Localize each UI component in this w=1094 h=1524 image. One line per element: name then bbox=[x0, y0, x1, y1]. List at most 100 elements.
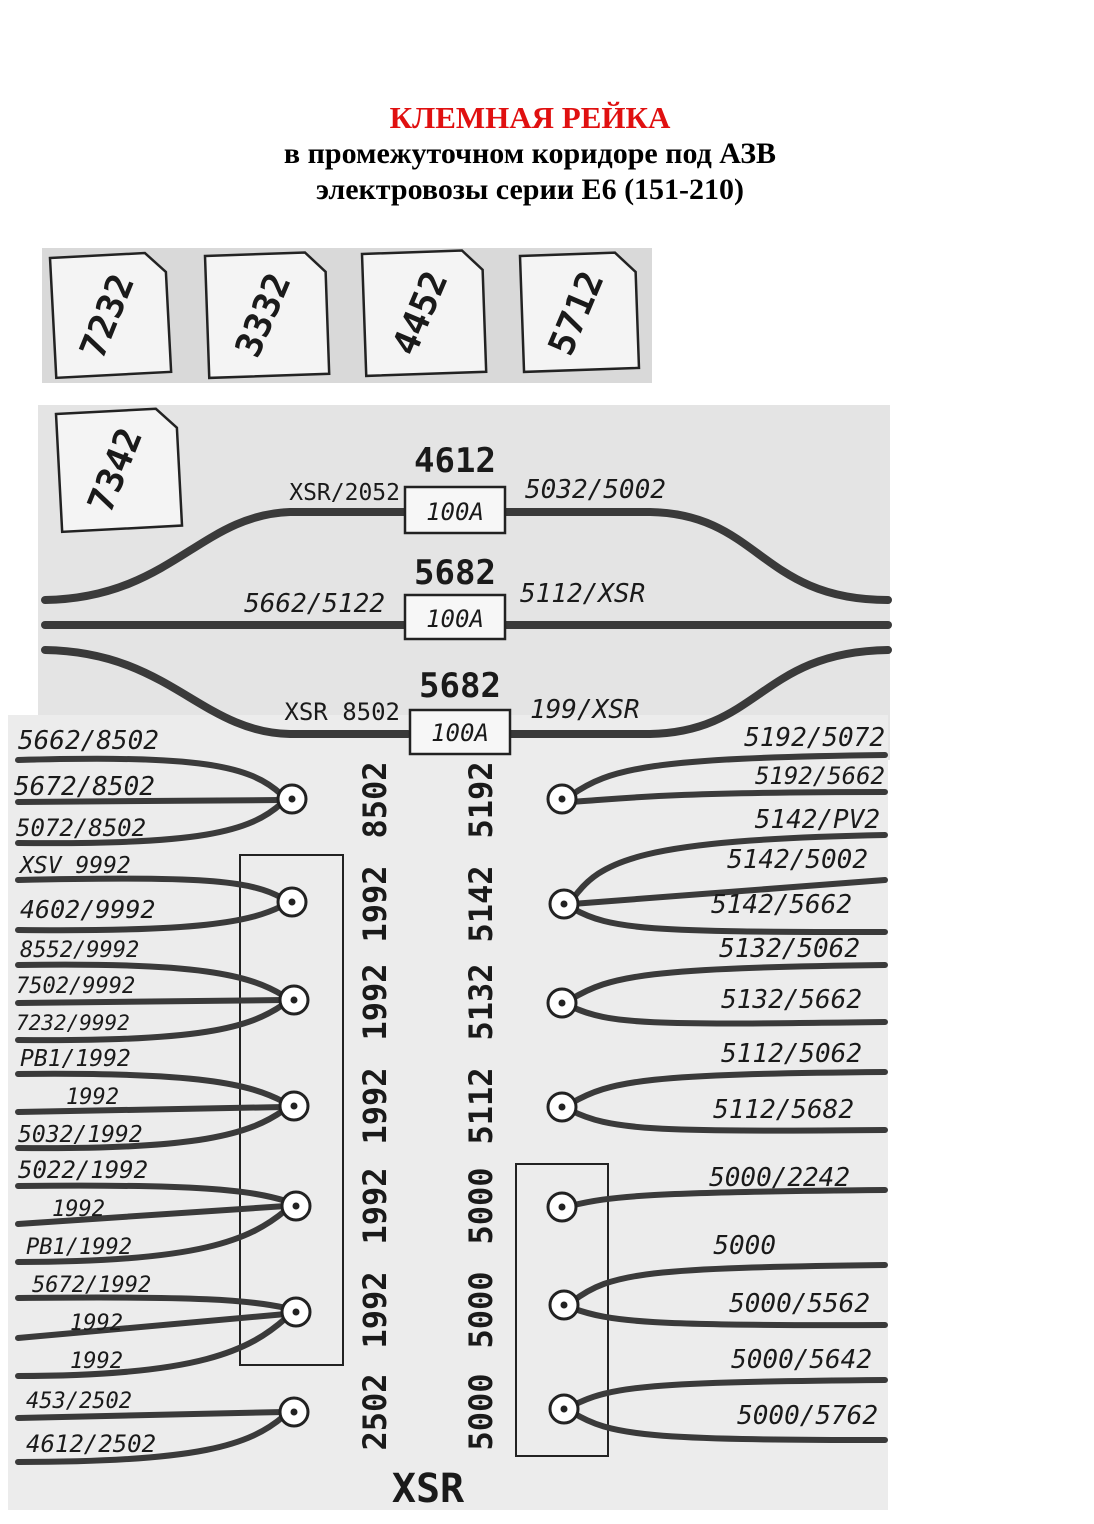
wire bbox=[15, 997, 287, 1006]
wire bbox=[41, 646, 412, 738]
wire-label: 5142/PV2 bbox=[755, 805, 880, 835]
wire-label: 1992 bbox=[66, 1085, 119, 1110]
wire bbox=[15, 755, 285, 798]
column-number: 5000 bbox=[462, 1271, 500, 1348]
column-number: 5112 bbox=[462, 1067, 500, 1144]
column-number: 5132 bbox=[462, 963, 500, 1040]
wire bbox=[15, 800, 285, 847]
column-number: 5000 bbox=[462, 1167, 500, 1244]
wire-label: 7232/9992 bbox=[16, 1011, 130, 1035]
wire bbox=[15, 1207, 289, 1265]
wire bbox=[15, 1070, 287, 1105]
wire-label: 5000 bbox=[713, 1231, 776, 1261]
terminal bbox=[546, 987, 578, 1019]
wire bbox=[567, 1003, 888, 1027]
wire bbox=[569, 1377, 888, 1409]
wire-label: 8552/9992 bbox=[20, 938, 139, 963]
left-column-numbers: 8502 1992 1992 1992 1992 1992 2502 bbox=[356, 761, 394, 1450]
wire-label: 5142/5662 bbox=[711, 890, 852, 920]
wire bbox=[15, 1107, 287, 1152]
fuse-number: 5682 bbox=[419, 666, 501, 706]
fuse-2: 5682 100A 5662/5122 5112/XSR bbox=[244, 553, 645, 641]
fuse-body bbox=[403, 593, 507, 641]
wire-label: 4602/9992 bbox=[20, 895, 155, 924]
group-frame-right bbox=[515, 1163, 609, 1457]
fuses: 4612 100A XSR/2052 5032/5002 5682 100A 5… bbox=[244, 441, 666, 756]
tag-box bbox=[203, 251, 331, 380]
fuse-number: 4612 bbox=[414, 441, 496, 481]
wire-label: 5112/XSR bbox=[520, 579, 645, 609]
wire-label: XSR 8502 bbox=[284, 698, 400, 726]
terminal bbox=[546, 1091, 578, 1123]
wire bbox=[41, 508, 412, 604]
wire-label: 5132/5062 bbox=[719, 934, 860, 964]
wire bbox=[567, 752, 888, 799]
wire bbox=[567, 1107, 888, 1134]
column-number: 5142 bbox=[462, 865, 500, 942]
fuse-body bbox=[403, 485, 507, 535]
wire bbox=[567, 1069, 888, 1107]
left-wires bbox=[15, 755, 289, 1465]
wire-label: PB1/1992 bbox=[26, 1235, 132, 1260]
wire-label: PB1/1992 bbox=[20, 1046, 131, 1072]
wire bbox=[501, 646, 892, 738]
wire bbox=[15, 1413, 287, 1465]
wire-label: 5192/5072 bbox=[744, 723, 885, 753]
fuse-1: 4612 100A XSR/2052 5032/5002 bbox=[289, 441, 666, 535]
wire-tags: 7232 3332 4452 5712 7342 bbox=[48, 249, 641, 534]
wire-label: 5022/1992 bbox=[18, 1156, 148, 1184]
terminal bbox=[548, 1393, 580, 1425]
wire-label: 5072/8502 bbox=[16, 814, 146, 842]
wire bbox=[569, 1305, 888, 1329]
right-column-numbers: 5192 5142 5132 5112 5000 5000 5000 bbox=[462, 761, 500, 1450]
wire-label: 5112/5682 bbox=[713, 1095, 854, 1125]
column-number: 5000 bbox=[462, 1373, 500, 1450]
title-main: КЛЕМНАЯ РЕЙКА bbox=[389, 100, 671, 135]
column-number: 8502 bbox=[356, 761, 394, 838]
fuse-number: 5682 bbox=[414, 553, 496, 593]
wire-label: XSR/2052 bbox=[289, 480, 400, 506]
wire bbox=[15, 797, 283, 805]
wire-label: 199/XSR bbox=[530, 695, 640, 725]
wire-label: 453/2502 bbox=[26, 1389, 132, 1414]
photo-strip-terminals bbox=[8, 715, 888, 1510]
terminal bbox=[278, 984, 310, 1016]
wire bbox=[569, 905, 888, 935]
fuse-body bbox=[408, 708, 512, 756]
column-number: 5192 bbox=[462, 761, 500, 838]
wire-label: 5662/8502 bbox=[18, 726, 159, 756]
terminal bbox=[546, 1191, 578, 1223]
wire bbox=[15, 1203, 289, 1227]
wire bbox=[15, 961, 287, 999]
wire bbox=[15, 1294, 289, 1311]
column-number: 1992 bbox=[356, 865, 394, 942]
tag-box bbox=[360, 249, 488, 378]
column-number: 1992 bbox=[356, 1067, 394, 1144]
column-number: 2502 bbox=[356, 1373, 394, 1450]
wire bbox=[567, 789, 888, 805]
right-wires bbox=[567, 752, 888, 1443]
terminal bbox=[280, 1190, 312, 1222]
wire bbox=[15, 1104, 287, 1115]
fuse-rating: 100A bbox=[426, 498, 484, 526]
wire bbox=[569, 1409, 888, 1443]
wire bbox=[569, 877, 888, 907]
wire-label: 5000/2242 bbox=[709, 1163, 850, 1193]
wire-label: 5000/5762 bbox=[737, 1401, 878, 1431]
wire-label: 7502/9992 bbox=[16, 974, 135, 999]
wire bbox=[15, 903, 285, 934]
terminal bbox=[546, 783, 578, 815]
terminal bbox=[548, 888, 580, 920]
fuse-rating: 100A bbox=[426, 605, 484, 633]
title-subtitle-2: электровозы серии Е6 (151-210) bbox=[315, 173, 745, 206]
column-number: 1992 bbox=[356, 1167, 394, 1244]
wire bbox=[567, 1187, 888, 1209]
wire-label: 5032/5002 bbox=[525, 475, 666, 505]
bottom-xsr-label: XSR bbox=[392, 1466, 465, 1512]
wire-label: 1992 bbox=[70, 1349, 123, 1374]
left-wire-labels: 5662/8502 5672/8502 5072/8502 XSV 9992 4… bbox=[14, 726, 159, 1458]
wire-label: 5672/8502 bbox=[14, 772, 155, 802]
fuse-3: 5682 100A XSR 8502 199/XSR bbox=[284, 666, 640, 756]
terminal bbox=[278, 1396, 310, 1428]
column-number: 1992 bbox=[356, 963, 394, 1040]
